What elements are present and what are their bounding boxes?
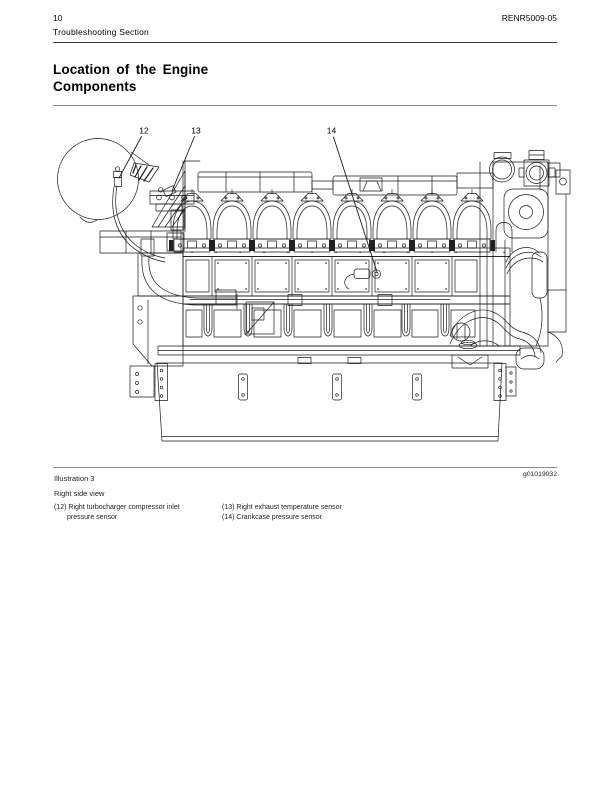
sensor-12-drawing — [112, 166, 166, 263]
legend-column-1: (12) Right turbocharger compressor inlet… — [54, 503, 208, 523]
callout-legend: (12) Right turbocharger compressor inlet… — [54, 503, 514, 523]
illustration-caption: Illustration 3 — [54, 474, 95, 483]
sensor-13-drawing — [158, 185, 177, 198]
leader-line-14 — [333, 136, 378, 273]
legend-desc-14: Crankcase pressure sensor — [236, 514, 322, 521]
legend-desc-13: Right exhaust temperature sensor — [236, 504, 342, 511]
callout-label-14: 14 — [327, 126, 337, 136]
title-rule — [53, 105, 557, 106]
page-title: Location of the Engine Components — [53, 61, 208, 95]
rear-end-drawing — [449, 150, 571, 370]
callout-leader-lines — [118, 136, 378, 273]
legend-item-14: (14) Crankcase pressure sensor — [222, 513, 514, 523]
view-label: Right side view — [54, 489, 105, 498]
legend-num-14: (14) — [222, 514, 235, 521]
legend-num-13: (13) — [222, 504, 235, 511]
callout-label-13: 13 — [191, 126, 201, 136]
legend-item-13: (13) Right exhaust temperature sensor — [222, 503, 514, 513]
header-rule — [53, 42, 557, 43]
front-mount-drawing — [99, 160, 201, 257]
callout-label-12: 12 — [139, 126, 149, 136]
legend-column-2: (13) Right exhaust temperature sensor (1… — [222, 503, 514, 523]
leader-line-13 — [171, 136, 195, 192]
graphic-code: g01019032 — [522, 471, 557, 478]
legend-item-12: (12) Right turbocharger compressor inlet… — [54, 503, 208, 523]
section-name: Troubleshooting Section — [53, 27, 149, 37]
document-code: RENR5009-05 — [501, 13, 557, 23]
oil-pan-drawing — [154, 339, 521, 442]
front-housing-drawing — [129, 238, 238, 398]
page-number: 10 — [53, 13, 63, 23]
page-title-line1: Location of the Engine — [53, 62, 209, 77]
page-title-line2: Components — [53, 79, 137, 94]
valve-covers-drawing — [168, 189, 496, 253]
legend-desc-12: Right turbocharger compressor inlet pres… — [67, 504, 180, 521]
leader-line-12 — [118, 136, 142, 179]
caption-rule — [53, 467, 557, 468]
legend-num-12: (12) — [54, 504, 67, 511]
air-cleaner-drawing — [57, 138, 166, 263]
